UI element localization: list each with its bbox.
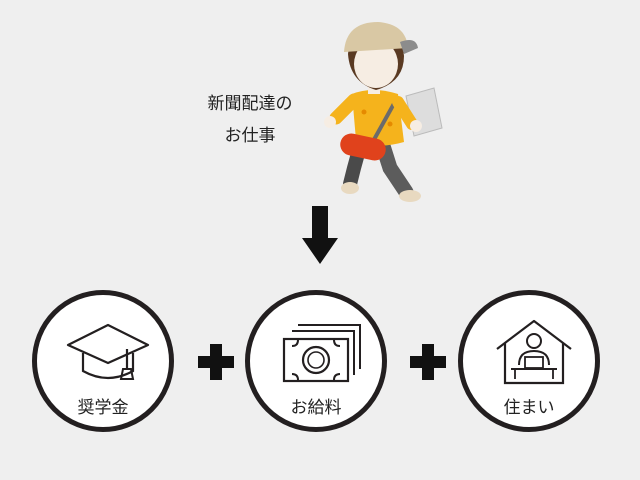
caption-line-1: 新聞配達の <box>207 94 293 114</box>
scholarship-label: 奨学金 <box>77 398 129 418</box>
salary-circle: お給料 <box>245 290 387 432</box>
salary-label: お給料 <box>290 398 342 418</box>
house-icon <box>496 319 572 385</box>
plus-icon <box>410 344 446 380</box>
down-arrow-icon <box>302 206 338 264</box>
caption: 新聞配達の お仕事 <box>190 88 310 152</box>
housing-label: 住まい <box>503 398 555 418</box>
banknote-icon <box>282 324 361 383</box>
plus-icon <box>198 344 234 380</box>
housing-circle: 住まい <box>458 290 600 432</box>
newspaper-delivery-person-illustration <box>324 22 443 202</box>
scholarship-circle: 奨学金 <box>32 290 174 432</box>
caption-line-2: お仕事 <box>224 126 276 146</box>
graduation-cap-icon <box>66 323 150 380</box>
